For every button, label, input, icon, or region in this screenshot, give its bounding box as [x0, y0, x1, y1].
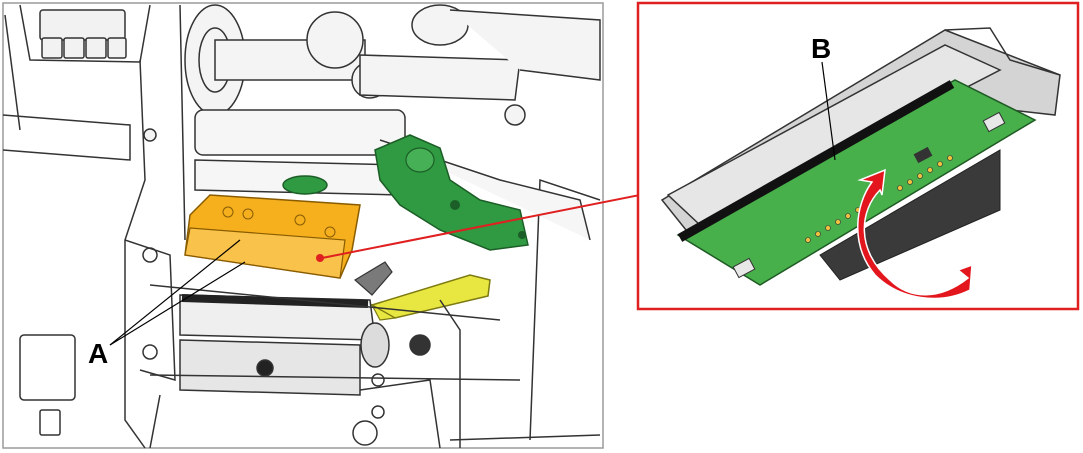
printer-mechanism-view: A	[2, 2, 641, 449]
side-connector	[39, 409, 61, 436]
side-access-panel	[19, 334, 76, 401]
leader-line-b	[821, 61, 836, 161]
green-adjust-knob	[282, 175, 328, 195]
guide-wedge	[353, 261, 393, 296]
green-printhead-lever	[374, 134, 529, 251]
yellow-release-lever	[370, 274, 491, 321]
heating-element-strip	[677, 80, 955, 242]
leader-line-a-2	[109, 261, 246, 346]
rotate-arrow	[857, 168, 973, 300]
leader-line-a-1	[109, 239, 241, 346]
ribbon-spindle-assembly	[143, 4, 601, 142]
label-b: B	[811, 33, 831, 64]
board-contacts	[805, 155, 953, 243]
label-a: A	[88, 338, 108, 369]
control-panel-buttons	[39, 9, 127, 59]
detail-connector-line	[321, 194, 641, 259]
lower-housing	[142, 247, 601, 449]
platen-roller	[149, 284, 521, 396]
printhead-assembly	[184, 194, 361, 279]
printhead-detail-view: B	[636, 1, 1080, 311]
